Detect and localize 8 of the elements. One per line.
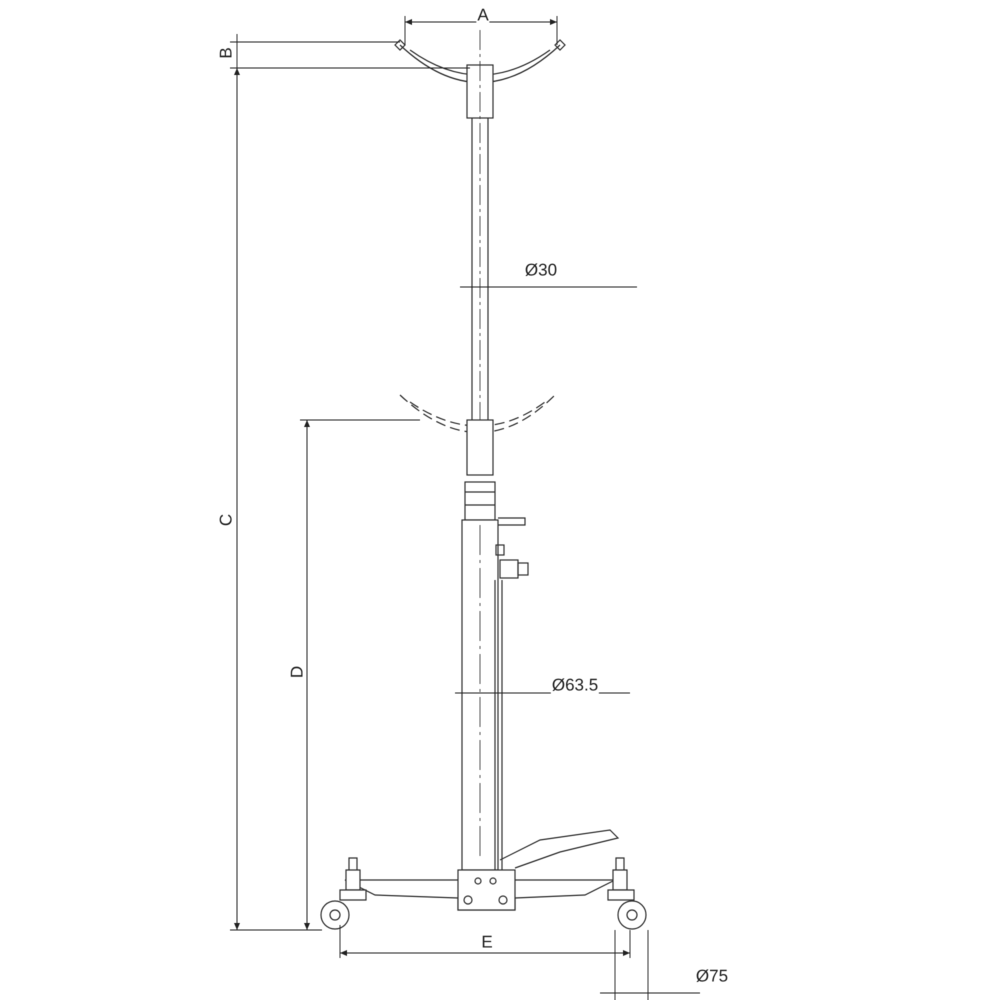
dimension-label: Ø30 (524, 262, 558, 278)
dimension-label: Ø63.5 (550, 676, 600, 694)
dimension-label: A (476, 6, 490, 24)
dimension-label: C (218, 512, 234, 528)
dimension-label: D (288, 664, 306, 680)
dimension-label: Ø75 (694, 968, 730, 984)
dimension-label: B (218, 46, 234, 60)
dimension-label: E (480, 934, 494, 950)
